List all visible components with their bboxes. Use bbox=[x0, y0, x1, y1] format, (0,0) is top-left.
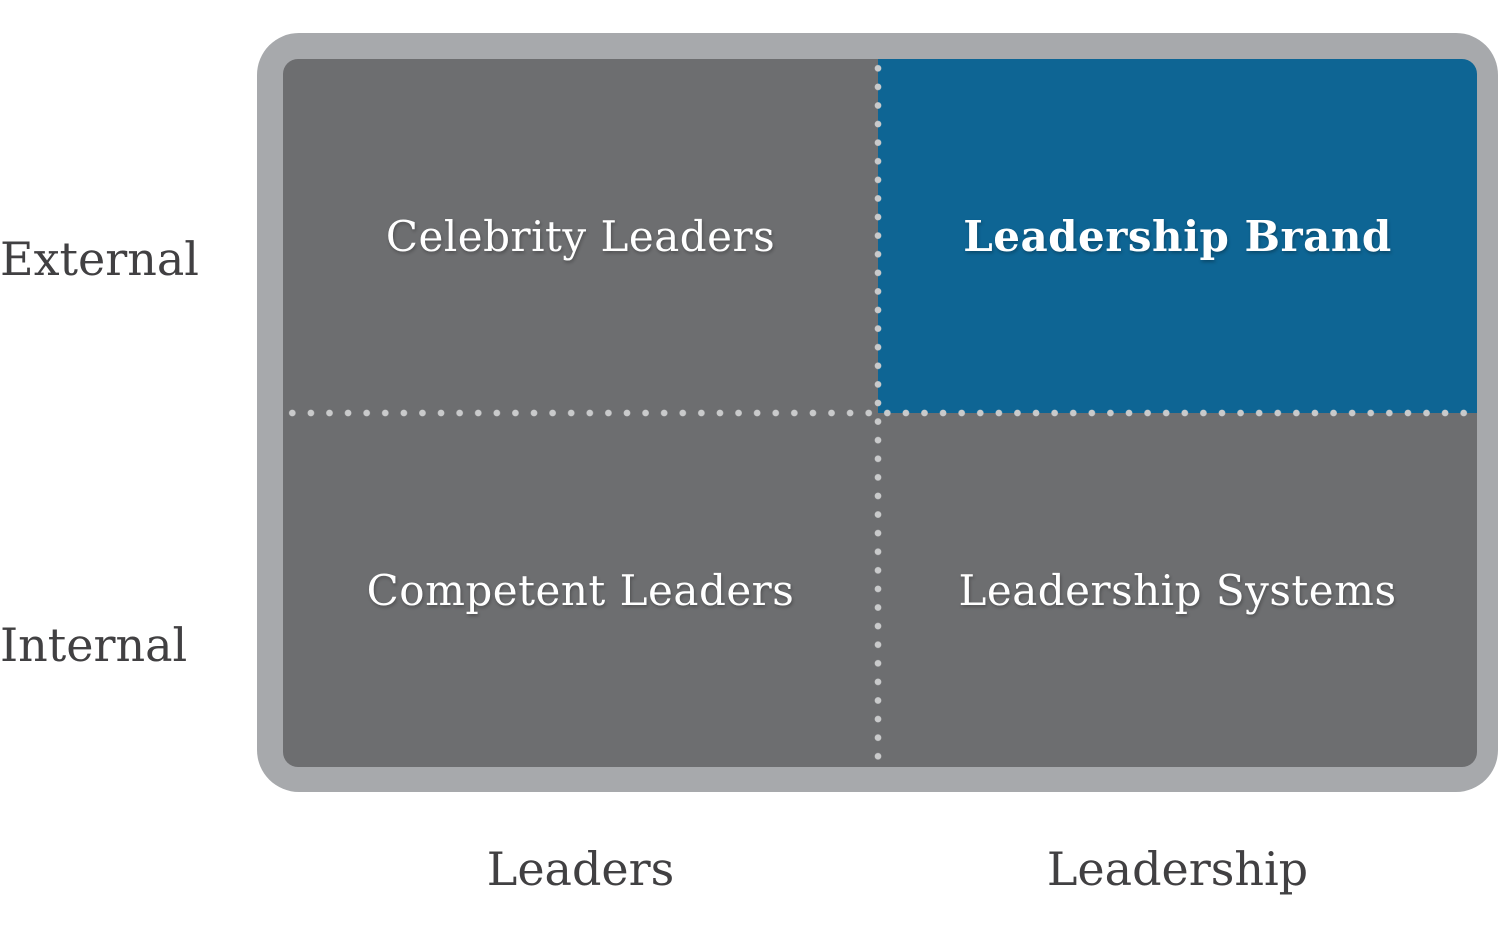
quadrant-label-celebrity-leaders: Celebrity Leaders bbox=[385, 211, 776, 261]
quadrant-competent-leaders: Competent Leaders bbox=[283, 413, 878, 767]
quadrant-label-leadership-brand: Leadership Brand bbox=[963, 211, 1392, 261]
row-label-external: External bbox=[0, 232, 199, 286]
quadrant-celebrity-leaders: Celebrity Leaders bbox=[283, 59, 878, 413]
column-label-leadership: Leadership bbox=[1046, 842, 1309, 896]
quadrant-leadership-systems: Leadership Systems bbox=[878, 413, 1477, 767]
row-label-internal: Internal bbox=[0, 618, 188, 672]
quadrant-leadership-brand: Leadership Brand bbox=[878, 59, 1477, 413]
quadrant-label-competent-leaders: Competent Leaders bbox=[366, 565, 795, 615]
quadrant-label-leadership-systems: Leadership Systems bbox=[958, 565, 1397, 615]
matrix-frame: Celebrity Leaders Leadership Brand Compe… bbox=[257, 33, 1498, 792]
column-label-leaders: Leaders bbox=[486, 842, 675, 896]
matrix-grid: Celebrity Leaders Leadership Brand Compe… bbox=[283, 59, 1477, 767]
